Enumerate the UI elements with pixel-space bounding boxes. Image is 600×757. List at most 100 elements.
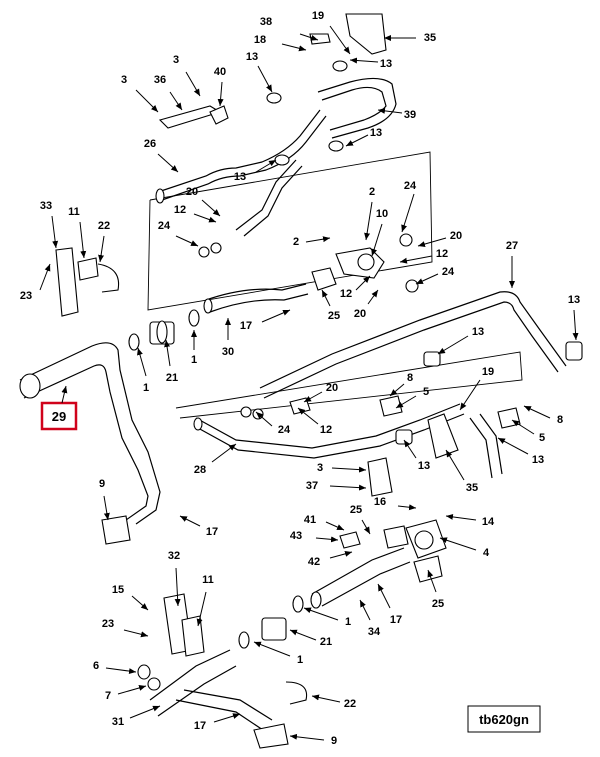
callout-label-18: 18 bbox=[254, 34, 266, 46]
callout-leader-2 bbox=[305, 236, 331, 243]
callout-label-11: 11 bbox=[202, 574, 214, 586]
callout-label-28: 28 bbox=[194, 464, 206, 476]
callout-label-1: 1 bbox=[345, 616, 351, 628]
middle-pipe-assembly bbox=[193, 291, 583, 497]
flange-9-upper bbox=[101, 515, 131, 545]
pipe-30 bbox=[205, 283, 307, 301]
callout-label-5: 5 bbox=[423, 386, 429, 398]
callout-leader-2 bbox=[364, 201, 373, 241]
figure-code-text: tb620gn bbox=[479, 712, 529, 727]
callout-label-20: 20 bbox=[326, 382, 338, 394]
callout-label-22: 22 bbox=[98, 220, 110, 232]
callout-label-35: 35 bbox=[466, 482, 478, 494]
bracket-35-top bbox=[345, 13, 387, 55]
clamp-1-right bbox=[188, 309, 200, 327]
sleeve-21-left-end bbox=[156, 320, 168, 344]
callout-label-17: 17 bbox=[390, 614, 402, 626]
highlight-label: 29 bbox=[52, 409, 66, 424]
callout-leader-11 bbox=[196, 591, 207, 627]
callout-label-25: 25 bbox=[432, 598, 444, 610]
callout-leader-15 bbox=[131, 595, 149, 611]
upper-fittings bbox=[198, 233, 419, 314]
pipe-27-edge bbox=[263, 301, 559, 399]
callout-label-9: 9 bbox=[331, 735, 337, 747]
highlighted-callout: 29 bbox=[40, 385, 78, 431]
callout-label-32: 32 bbox=[168, 550, 180, 562]
callout-leader-8 bbox=[389, 383, 405, 397]
callout-leader-1 bbox=[303, 607, 339, 621]
callout-label-17: 17 bbox=[206, 526, 218, 538]
gasket-24-b bbox=[405, 279, 419, 293]
callout-leader-12 bbox=[193, 213, 217, 223]
callout-leader-17 bbox=[261, 309, 291, 323]
callout-leader-3 bbox=[185, 71, 201, 97]
callout-leader-13 bbox=[257, 65, 273, 93]
callout-label-19: 19 bbox=[482, 366, 494, 378]
callout-leader-39 bbox=[377, 107, 403, 114]
callout-label-3: 3 bbox=[173, 54, 179, 66]
pipe-29 bbox=[19, 342, 161, 525]
pipe-29-assembly bbox=[19, 247, 161, 545]
callout-leader-20 bbox=[303, 391, 323, 403]
callout-leader-12 bbox=[355, 275, 371, 291]
callout-label-20: 20 bbox=[354, 308, 366, 320]
callout-leader-7 bbox=[117, 685, 147, 695]
highlight-box bbox=[40, 401, 78, 431]
turbo-port-4 bbox=[414, 530, 434, 550]
callout-label-2: 2 bbox=[369, 186, 375, 198]
callout-leader-43 bbox=[315, 536, 339, 543]
callout-label-13: 13 bbox=[380, 58, 392, 70]
callout-leader-42 bbox=[329, 550, 353, 559]
flange-9-lower bbox=[253, 723, 289, 749]
clamp-upper-top bbox=[332, 60, 348, 72]
callout-leader-13 bbox=[497, 437, 529, 455]
pipe-28 bbox=[195, 403, 461, 449]
callout-leader-11 bbox=[79, 221, 87, 259]
clamp-upper-center bbox=[274, 154, 290, 166]
gasket-24-a bbox=[399, 233, 413, 247]
bracket-5-a bbox=[379, 395, 403, 417]
callout-leader-19 bbox=[459, 379, 481, 411]
gasket-24-c bbox=[198, 246, 210, 258]
clip-40 bbox=[209, 105, 229, 125]
callout-leader-13 bbox=[403, 439, 417, 459]
callout-label-31: 31 bbox=[112, 716, 124, 728]
pipe-39-edge bbox=[321, 86, 387, 131]
callout-leader-31 bbox=[129, 705, 161, 719]
highlight-leader bbox=[61, 385, 68, 404]
pipe-lower-upper bbox=[235, 159, 297, 231]
pipe-lower-upper-edge bbox=[243, 165, 303, 237]
callout-label-12: 12 bbox=[436, 248, 448, 260]
callout-leader-5 bbox=[395, 395, 417, 409]
callout-label-43: 43 bbox=[290, 530, 302, 542]
callout-label-25: 25 bbox=[328, 310, 340, 322]
callout-label-27: 27 bbox=[506, 240, 518, 252]
callout-label-4: 4 bbox=[483, 547, 490, 559]
gasket-24-e bbox=[240, 406, 252, 418]
callout-leader-13 bbox=[572, 309, 579, 341]
callout-leader-22 bbox=[98, 235, 105, 263]
callout-label-23: 23 bbox=[102, 618, 114, 630]
flange-25 bbox=[311, 267, 337, 291]
pipe-29-edge bbox=[23, 364, 149, 521]
callout-leader-20 bbox=[201, 199, 221, 217]
callout-leader-8 bbox=[523, 405, 551, 419]
callout-leader-24 bbox=[255, 411, 273, 427]
bracket-36 bbox=[158, 105, 222, 129]
pipe-34 bbox=[311, 547, 405, 595]
callout-leader-19 bbox=[329, 25, 351, 55]
callout-leader-21 bbox=[164, 339, 171, 367]
callout-label-12: 12 bbox=[174, 204, 186, 216]
callout-label-41: 41 bbox=[304, 514, 316, 526]
callout-label-13: 13 bbox=[234, 171, 246, 183]
callout-leader-21 bbox=[289, 629, 317, 641]
top-brackets bbox=[158, 13, 387, 129]
callout-label-19: 19 bbox=[312, 10, 324, 22]
flange-25-upper bbox=[383, 525, 409, 549]
pipe-27 bbox=[259, 291, 567, 389]
callout-leader-6 bbox=[105, 667, 137, 675]
callout-label-5: 5 bbox=[539, 432, 545, 444]
callout-leader-33 bbox=[51, 215, 59, 249]
callout-leader-22 bbox=[311, 694, 341, 703]
